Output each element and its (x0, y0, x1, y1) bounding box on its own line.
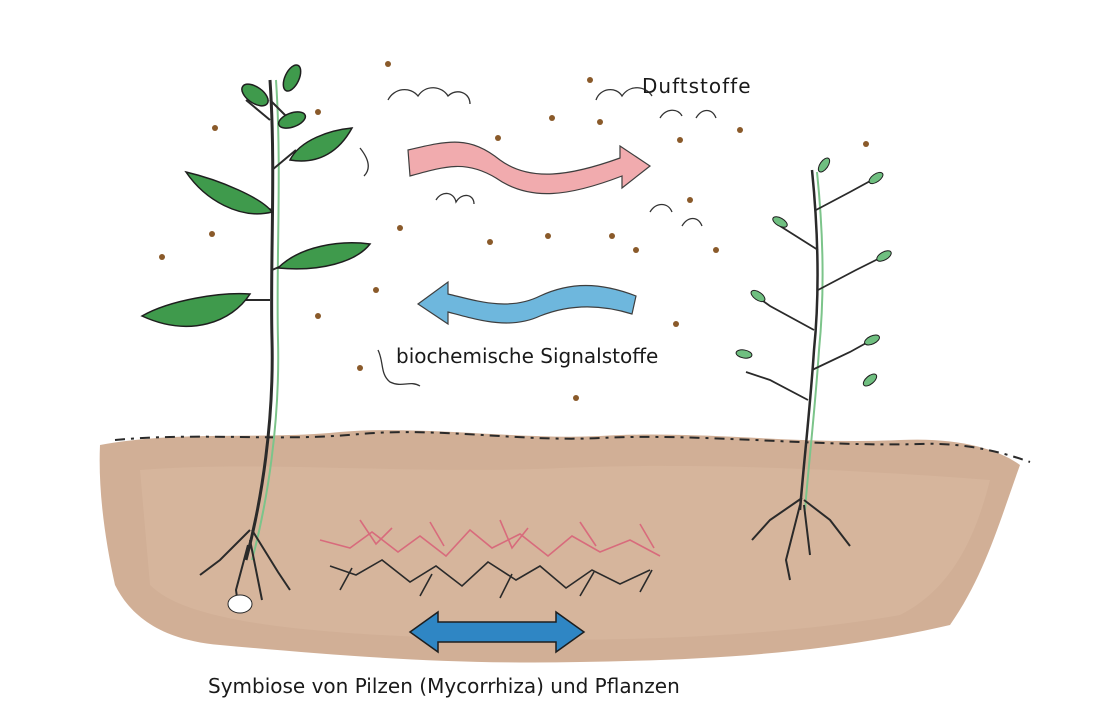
signal-arrow (418, 282, 636, 324)
scent-clouds (360, 88, 716, 386)
symbiosis-label: Symbiose von Pilzen (Mycorrhiza) und Pfl… (208, 674, 680, 698)
scent-arrow (408, 142, 650, 193)
biochemical-signals-label: biochemische Signalstoffe (396, 344, 658, 368)
scent-compounds-label: Duftstoffe (642, 74, 752, 98)
